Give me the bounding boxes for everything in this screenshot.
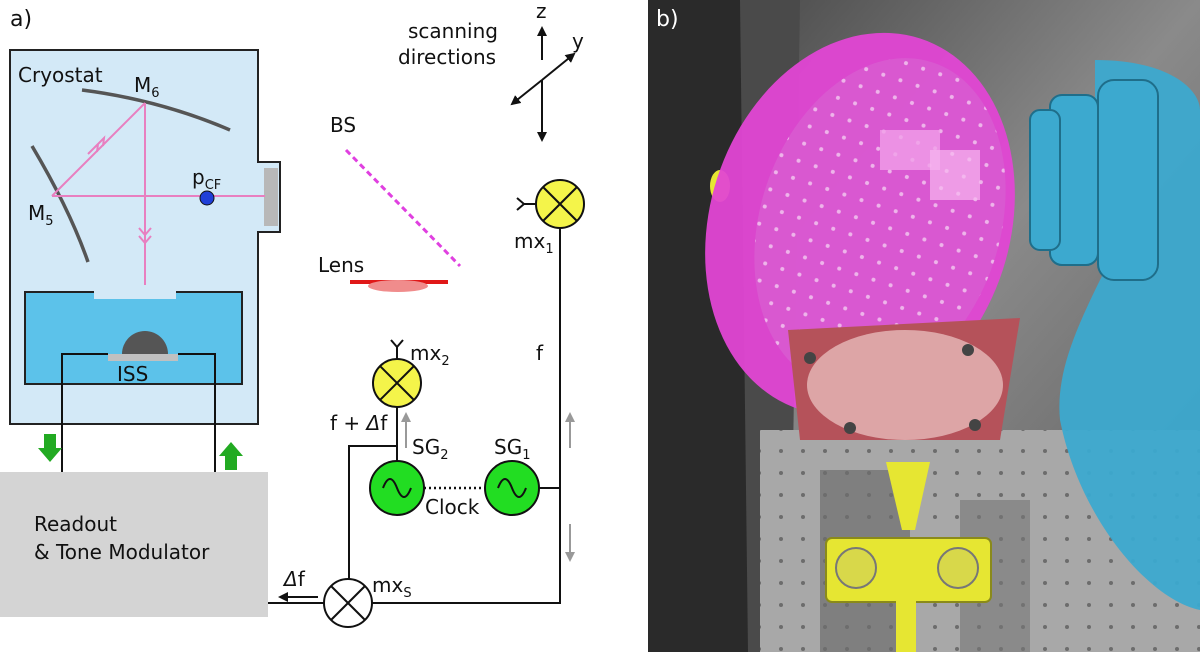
lens-shape [368, 280, 428, 292]
lens-label: Lens [318, 253, 364, 277]
axis-y-down [510, 79, 543, 106]
green-arrow-up [219, 442, 243, 470]
scanning-label-2: directions [398, 45, 496, 69]
beam-arrow-diag [87, 135, 106, 155]
axis-z-label: z [536, 0, 547, 23]
pcf-dot [199, 190, 215, 206]
delta-f-label: Δf [282, 567, 306, 591]
feed-horn [886, 462, 930, 530]
axis-y-label: y [572, 29, 584, 53]
m6-label: M6 [134, 73, 160, 101]
sg2-label: SG2 [412, 435, 448, 463]
cryostat-window [264, 168, 278, 226]
iss-label: ISS [117, 362, 148, 386]
panel-b-tag: b) [656, 7, 679, 32]
readout-wire-in [61, 353, 108, 472]
bs-label: BS [330, 113, 356, 137]
beam-splitter [344, 148, 462, 268]
panel-a: a) Cryostat M6 M5 pCF ISS [0, 0, 585, 628]
panel-a-tag: a) [10, 7, 32, 32]
pcf-label: pCF [192, 165, 221, 193]
green-arrow-down [38, 434, 62, 462]
readout-box [0, 472, 268, 617]
sg1-label: SG1 [494, 435, 530, 463]
readout-label-1: Readout [34, 512, 117, 536]
f-plus-delta-f-label: f + Δf [330, 411, 388, 435]
readout-label-2: & Tone Modulator [34, 540, 210, 564]
m5-label: M5 [28, 201, 54, 229]
f-label: f [536, 341, 544, 365]
panel-b-photo: b) [648, 0, 1200, 652]
mx1-antenna [516, 197, 536, 211]
mx2-antenna [390, 339, 404, 359]
axis-y-up [541, 52, 576, 81]
wire-sg2-mxs [348, 445, 397, 583]
mx2-label: mx2 [410, 341, 450, 369]
beam-arrow-down [138, 227, 152, 245]
bath-opening [94, 285, 176, 299]
mx1-label: mx1 [514, 229, 554, 257]
iss-chip [108, 354, 178, 361]
clock-label: Clock [425, 495, 480, 519]
mxs-label: mxS [372, 573, 412, 601]
wire-mx1-mxs [372, 228, 561, 604]
mirror-m5 [30, 145, 90, 263]
mirror-m6 [81, 88, 231, 132]
lens-dome [122, 331, 168, 354]
cryostat-label: Cryostat [18, 63, 103, 87]
readout-wire-out [178, 353, 216, 472]
scanning-label-1: scanning [408, 19, 498, 43]
